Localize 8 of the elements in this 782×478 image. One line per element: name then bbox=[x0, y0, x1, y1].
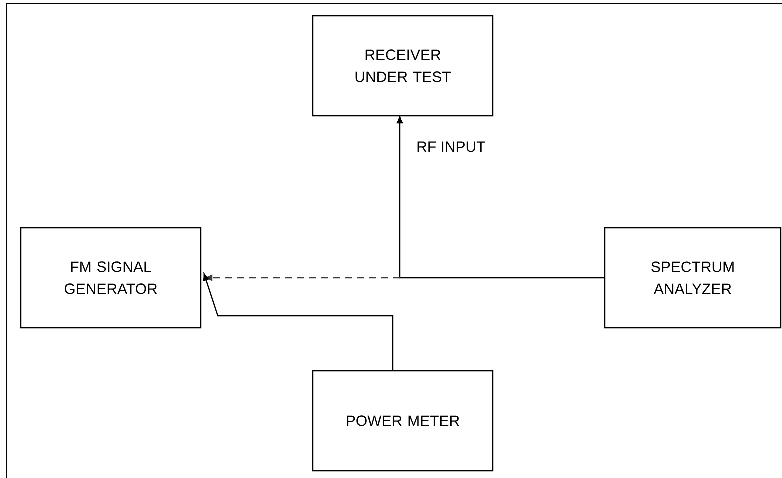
device-box: RECEIVER UNDER TEST bbox=[312, 15, 494, 117]
edge-label: RF INPUT bbox=[416, 140, 487, 154]
device-box: SPECTRUM ANALYZER bbox=[604, 227, 782, 329]
device-box: POWER METER bbox=[312, 370, 494, 472]
arrow bbox=[205, 274, 400, 282]
arrow bbox=[203, 274, 394, 370]
device-box: FM SIGNAL GENERATOR bbox=[20, 227, 202, 329]
arrow bbox=[396, 116, 604, 279]
